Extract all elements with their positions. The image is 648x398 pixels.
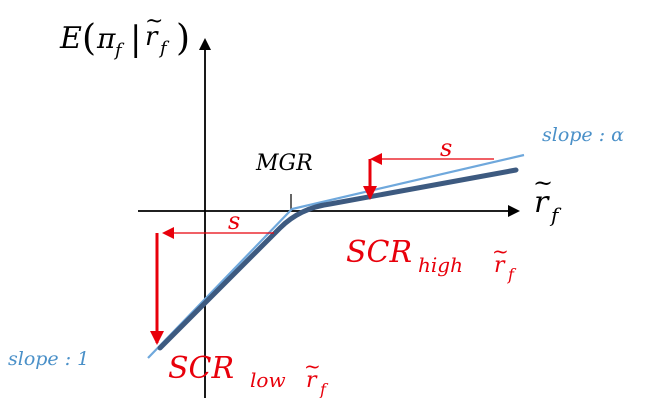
- y-label-open: (: [82, 18, 96, 59]
- scr-high-r: r: [494, 253, 506, 278]
- scr-low-r-tilde: ~: [304, 354, 321, 378]
- scr-low-sub: low: [250, 368, 286, 392]
- y-label-r: r: [145, 22, 159, 52]
- shift-label-lower: s: [228, 207, 240, 235]
- scr-high-label: SCR high r ~ f: [346, 235, 517, 284]
- shift-label-upper: s: [440, 134, 452, 162]
- y-axis-label: E ( π f | r ~ f ): [59, 9, 190, 61]
- y-label-close: ): [176, 18, 190, 59]
- slope-one-label: slope : 1: [8, 348, 89, 370]
- mgr-label: MGR: [255, 151, 313, 176]
- y-label-bar: |: [130, 19, 141, 59]
- light-blue-payoff-line: [147, 153, 525, 359]
- scr-low-main: SCR: [168, 351, 234, 386]
- scr-low-r: r: [306, 368, 318, 393]
- dark-blue-payoff-curve: [157, 167, 519, 351]
- x-label-r-tilde: ~: [533, 169, 553, 197]
- scr-high-sub: high: [418, 253, 463, 277]
- x-label-r: r: [534, 185, 550, 220]
- scr-low-label: SCR low r ~ f: [168, 351, 329, 398]
- scr-high-r-sub: f: [507, 265, 517, 284]
- y-label-pi-sub: f: [113, 40, 125, 61]
- scr-low-r-sub: f: [319, 380, 329, 398]
- scr-high-main: SCR: [346, 235, 412, 270]
- x-axis-label: r ~ f: [533, 169, 562, 227]
- y-label-e: E: [59, 21, 82, 56]
- x-label-r-sub: f: [549, 203, 562, 227]
- y-label-r-sub: f: [158, 38, 170, 59]
- slope-alpha-label: slope : α: [542, 124, 624, 146]
- y-label-r-tilde: ~: [145, 9, 163, 34]
- scr-high-r-tilde: ~: [492, 239, 509, 263]
- y-label-pi: π: [96, 22, 116, 55]
